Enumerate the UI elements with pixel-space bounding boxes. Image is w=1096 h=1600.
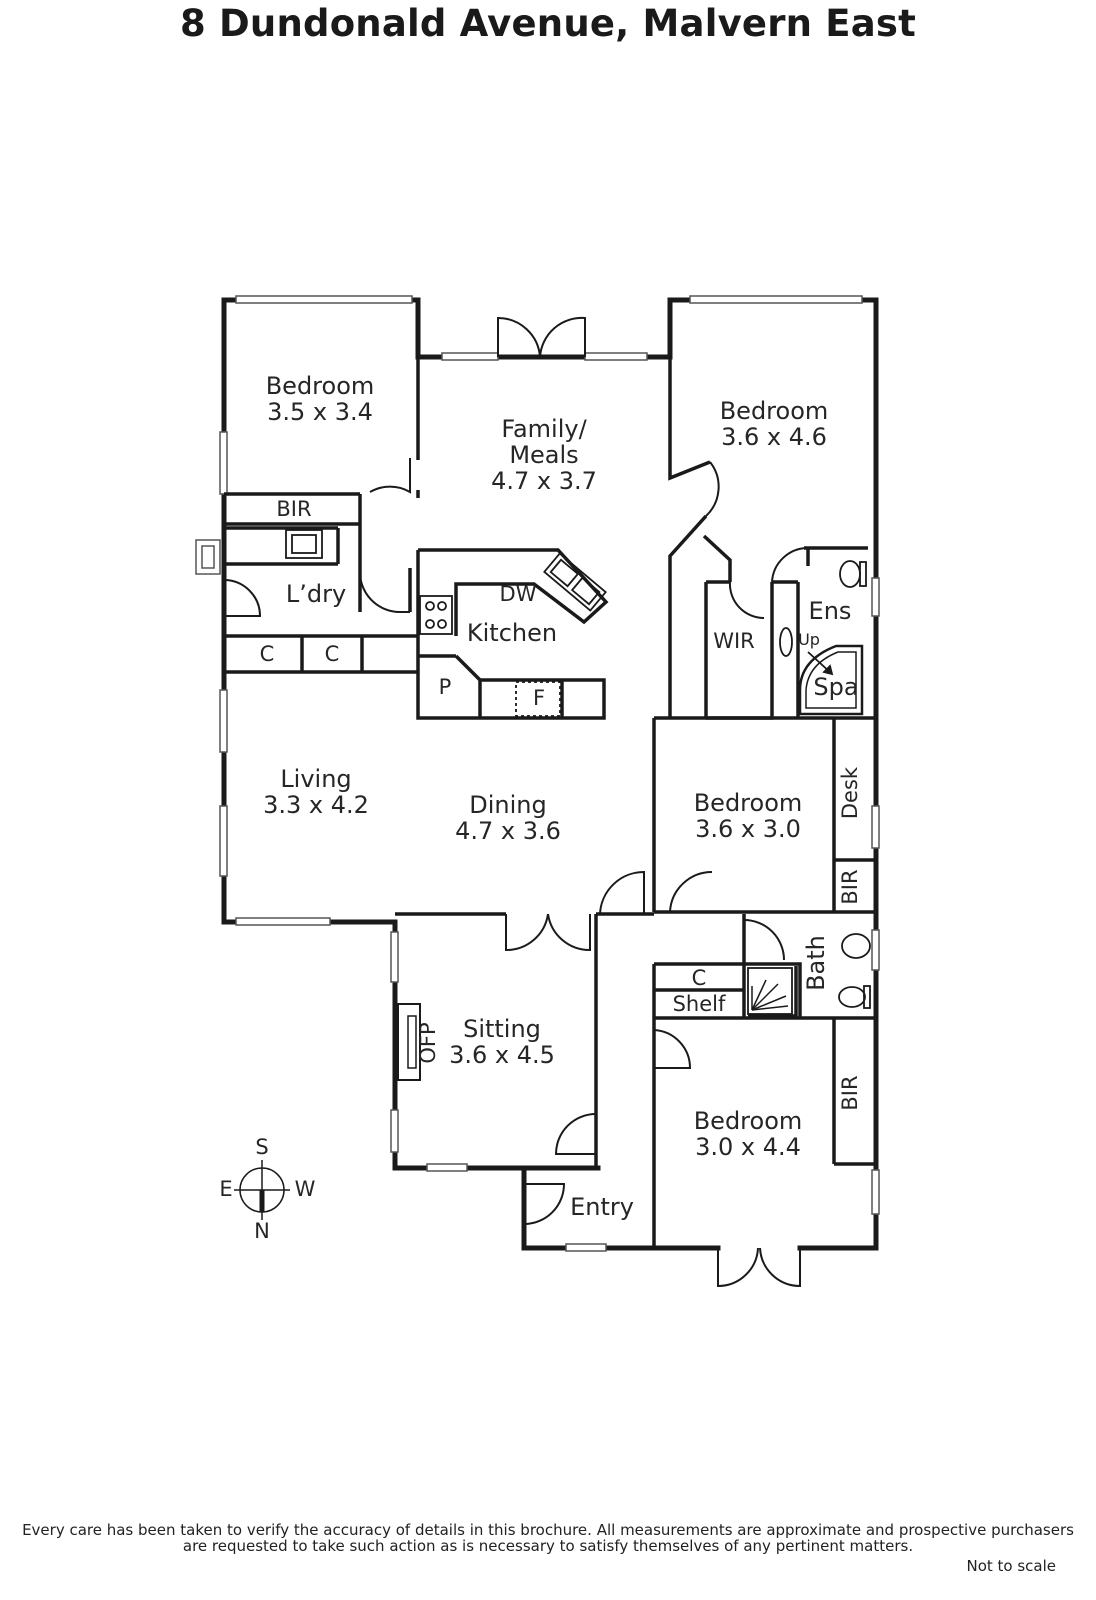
entry-label: Entry: [570, 1193, 634, 1221]
wir-label: WIR: [713, 629, 755, 653]
room-living: Living 3.3 x 4.2: [246, 766, 386, 818]
room-name: Family/: [501, 415, 587, 443]
room-bedroom-se: Bedroom 3.0 x 4.4: [678, 1108, 818, 1160]
up-label: Up: [798, 630, 820, 649]
ensuite-label: Ens: [808, 597, 852, 625]
room-name: Bedroom: [719, 397, 829, 425]
bir-top-label: BIR: [276, 497, 312, 521]
room-dims: 3.0 x 4.4: [695, 1133, 801, 1161]
room-bedroom-nw: Bedroom 3.5 x 3.4: [250, 373, 390, 425]
disclaimer-line-1: Every care has been taken to verify the …: [22, 1521, 1074, 1539]
room-dims: 3.3 x 4.2: [263, 791, 369, 819]
bath-label: Bath: [802, 935, 830, 991]
fridge-label: F: [532, 686, 546, 710]
room-dims: 4.7 x 3.7: [491, 467, 597, 495]
room-dims: 3.6 x 3.0: [695, 815, 801, 843]
windows: [195, 295, 880, 1252]
room-name-2: Meals: [509, 441, 579, 469]
fixtures: [285, 529, 871, 1015]
disclaimer: Every care has been taken to verify the …: [0, 1522, 1096, 1554]
room-name: Sitting: [463, 1015, 541, 1043]
room-name: Dining: [469, 791, 547, 819]
cupboard-label-2: C: [324, 642, 340, 666]
not-to-scale-note: Not to scale: [966, 1557, 1056, 1575]
room-bedroom-ne: Bedroom 3.6 x 4.6: [704, 398, 844, 450]
room-dims: 3.6 x 4.6: [721, 423, 827, 451]
room-sitting: Sitting 3.6 x 4.5: [432, 1016, 572, 1068]
room-dims: 3.5 x 3.4: [267, 398, 373, 426]
desk-label: Desk: [838, 766, 862, 820]
room-name: Bedroom: [265, 372, 375, 400]
room-name: Bedroom: [693, 789, 803, 817]
room-bedroom-mid: Bedroom 3.6 x 3.0: [678, 790, 818, 842]
ofp-label: OFP: [416, 1022, 440, 1064]
pantry-label: P: [438, 675, 452, 699]
compass-rose: [234, 1160, 290, 1220]
bir-low-label: BIR: [838, 1075, 862, 1111]
bir-mid-label: BIR: [838, 869, 862, 905]
spa-label: Spa: [813, 673, 859, 701]
compass-n: N: [254, 1219, 270, 1243]
dishwasher-label: DW: [499, 582, 537, 606]
laundry-label: L’dry: [285, 580, 347, 608]
compass-s: S: [255, 1135, 269, 1159]
doors: [223, 316, 809, 1288]
room-dims: 4.7 x 3.6: [455, 817, 561, 845]
room-name: Living: [280, 765, 352, 793]
room-family-meals: Family/ Meals 4.7 x 3.7: [474, 416, 614, 494]
compass-w: W: [294, 1177, 316, 1201]
room-dining: Dining 4.7 x 3.6: [438, 792, 578, 844]
kitchen-label: Kitchen: [466, 619, 558, 647]
room-dims: 3.6 x 4.5: [449, 1041, 555, 1069]
shelf-label: Shelf: [672, 992, 726, 1016]
cupboard-label-3: C: [691, 966, 707, 990]
cupboard-label-1: C: [259, 642, 275, 666]
room-name: Bedroom: [693, 1107, 803, 1135]
plan-title: 8 Dundonald Avenue, Malvern East: [179, 2, 917, 45]
disclaimer-line-2: are requested to take such action as is …: [182, 1537, 914, 1555]
interior-walls: [224, 300, 876, 1248]
compass-e: E: [219, 1177, 233, 1201]
